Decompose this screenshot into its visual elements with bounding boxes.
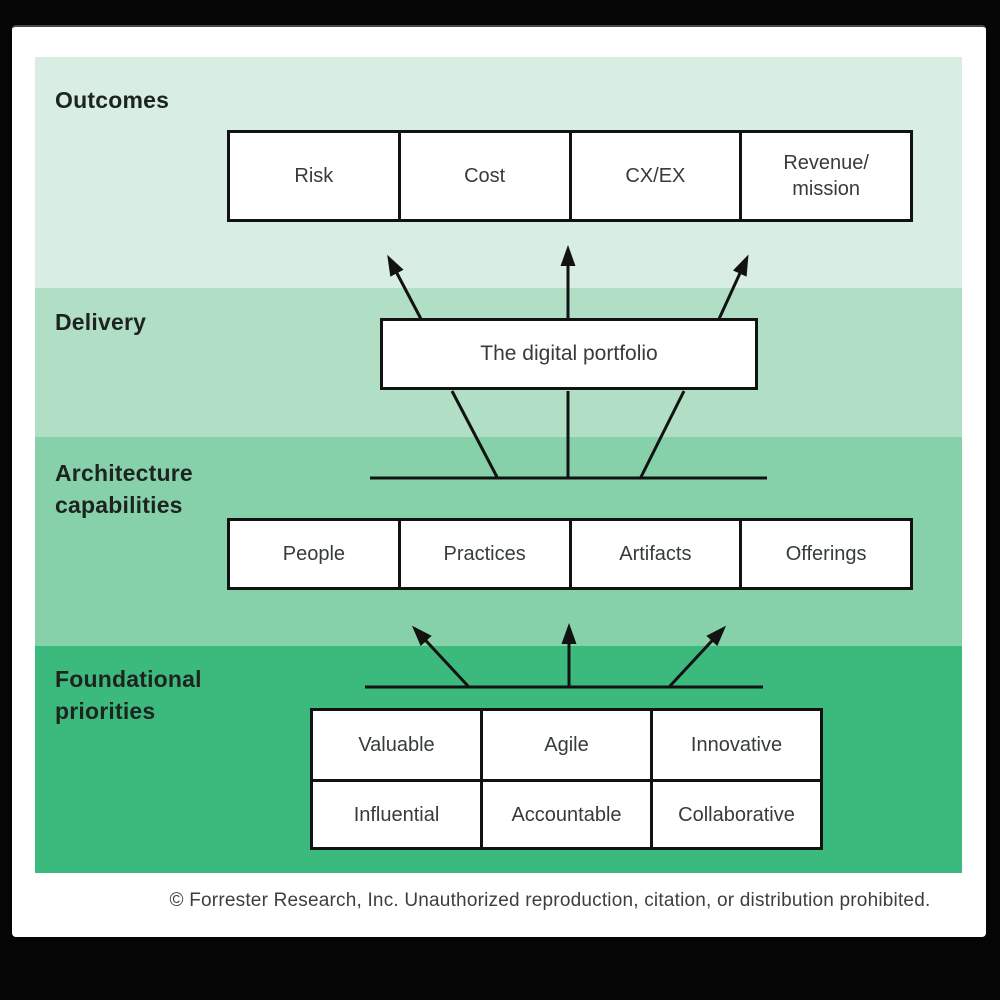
digital-portfolio-box: The digital portfolio <box>380 318 758 390</box>
outcome-box-cx-ex: CX/EX <box>568 133 740 219</box>
label-foundational-priorities: Foundational priorities <box>55 666 202 724</box>
outcome-box-cost: Cost <box>397 133 569 219</box>
label-architecture-capabilities: Architecture capabilities <box>55 460 193 518</box>
foundational-box-influential: Influential <box>313 779 480 847</box>
outcome-box-risk: Risk <box>294 165 334 187</box>
foundational-box-accountable: Accountable <box>480 779 650 847</box>
foundational-priorities-grid: Valuable Agile Innovative Influential Ac… <box>310 708 823 850</box>
outcome-box-revenue-mission: Revenue/ mission <box>739 133 910 219</box>
copyright-notice: © Forrester Research, Inc. Unauthorized … <box>169 890 931 911</box>
foundational-grid-row-1: Valuable Agile Innovative <box>313 711 820 779</box>
label-delivery: Delivery <box>55 309 147 335</box>
foundational-box-innovative: Innovative <box>650 711 820 779</box>
architecture-box-row: People Practices Artifacts Offerings <box>227 518 913 590</box>
architecture-box-artifacts: Artifacts <box>568 521 740 587</box>
foundational-box-collaborative: Collaborative <box>650 779 820 847</box>
outcomes-box-row: Risk Cost CX/EX Revenue/ mission <box>227 130 913 222</box>
label-outcomes: Outcomes <box>55 87 170 113</box>
foundational-box-valuable: Valuable <box>358 734 435 756</box>
foundational-box-agile: Agile <box>480 711 650 779</box>
architecture-box-practices: Practices <box>397 521 569 587</box>
architecture-box-offerings: Offerings <box>739 521 910 587</box>
architecture-box-people: People <box>282 543 346 565</box>
foundational-grid-row-2: Influential Accountable Collaborative <box>313 779 820 847</box>
